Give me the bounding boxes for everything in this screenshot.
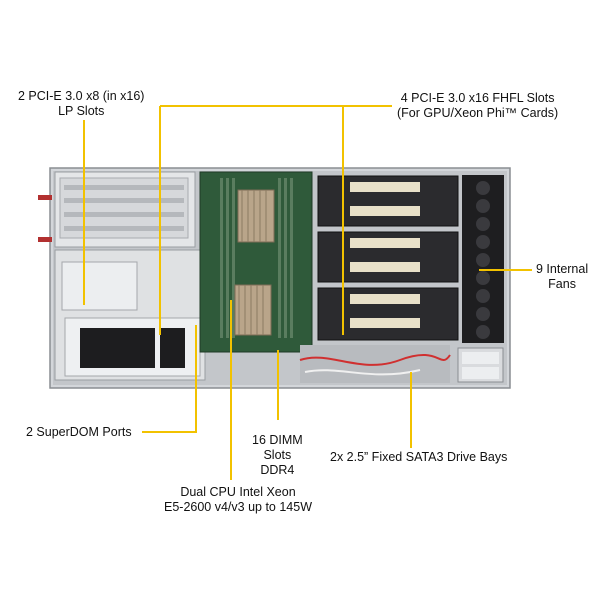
rear-handles [38, 195, 52, 242]
label-pcie-fhfl: 4 PCI-E 3.0 x16 FHFL Slots (For GPU/Xeon… [397, 91, 558, 121]
label-fans: 9 Internal Fans [536, 262, 588, 292]
gpu-card-2 [317, 231, 459, 283]
cpu-heatsink-2 [234, 284, 272, 336]
label-pcie-lp: 2 PCI-E 3.0 x8 (in x16) LP Slots [18, 89, 144, 119]
power-supply-area [54, 249, 206, 381]
label-superdom: 2 SuperDOM Ports [26, 425, 132, 440]
cpu-heatsink-1 [237, 189, 275, 243]
label-cpu: Dual CPU Intel Xeon E5-2600 v4/v3 up to … [164, 485, 312, 515]
dimm-slots [220, 178, 293, 338]
label-fans-line1: 9 Internal [536, 262, 589, 276]
label-pcie-lp-line1: 2 PCI-E 3.0 x8 (in x16) [18, 89, 145, 103]
callout-line-superdom [142, 325, 197, 433]
label-sata: 2x 2.5” Fixed SATA3 Drive Bays [330, 450, 507, 465]
label-pcie-fhfl-line1: 4 PCI-E 3.0 x16 FHFL Slots [400, 91, 555, 105]
label-dimm-line3: DDR4 [260, 463, 295, 477]
drive-bays [457, 347, 504, 383]
label-pcie-fhfl-line2: (For GPU/Xeon Phi™ Cards) [397, 106, 559, 120]
label-dimm: 16 DIMM Slots DDR4 [252, 433, 303, 478]
label-dimm-line1: 16 DIMM [252, 433, 303, 447]
gpu-card-1 [317, 175, 459, 227]
fan-array [462, 175, 504, 343]
lp-riser-cage [54, 171, 196, 248]
label-dimm-line2: Slots [263, 448, 292, 462]
label-pcie-lp-line2: LP Slots [58, 104, 105, 118]
callout-lines [83, 105, 532, 480]
label-fans-line2: Fans [548, 277, 576, 291]
label-cpu-line1: Dual CPU Intel Xeon [180, 485, 296, 499]
label-superdom-line1: 2 SuperDOM Ports [26, 425, 132, 439]
cable-area [299, 345, 451, 383]
label-cpu-line2: E5-2600 v4/v3 up to 145W [164, 500, 313, 514]
gpu-card-3 [317, 287, 459, 341]
label-sata-line1: 2x 2.5” Fixed SATA3 Drive Bays [330, 450, 508, 464]
